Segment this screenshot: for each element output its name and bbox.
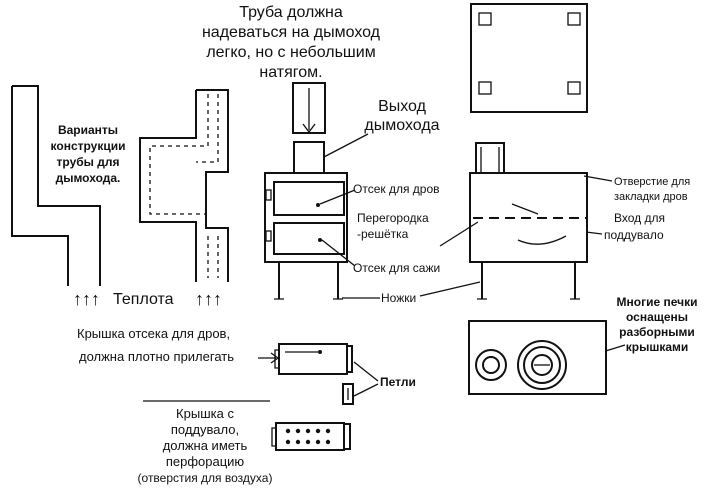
wood-compartment-label: Отсек для дров — [353, 182, 440, 196]
wood-opening-line-1: Отверстие для — [614, 176, 690, 188]
side-air-arrow — [517, 235, 567, 245]
pipe-variant-simple — [11, 85, 101, 286]
many-stoves-line-3: разборными — [619, 325, 695, 339]
wood-lid-drawing — [274, 343, 353, 375]
heat-label: Теплота — [113, 291, 174, 308]
wood-lid-line-2: должна плотно прилегать — [79, 349, 234, 364]
wood-lid-hinge — [347, 345, 353, 373]
blower-lid-hinge — [344, 423, 351, 450]
legs-label: Ножки — [381, 291, 416, 305]
pipe-variants-label: Варианты конструкции трубы для дымохода. — [51, 123, 126, 185]
heat-arrows-left: ↑↑↑ — [73, 289, 100, 309]
wood-compartment-leader — [319, 189, 356, 205]
heat-arrows-right: ↑↑↑ — [195, 289, 222, 309]
many-stoves-line-4: крышками — [626, 340, 689, 354]
cooktop-plate — [468, 320, 607, 395]
variants-line-2: конструкции — [51, 139, 126, 153]
pipe-note-line-4: натягом. — [259, 64, 322, 81]
hinges-leader — [353, 361, 379, 397]
blower-lid-line-4: перфорацию — [166, 454, 245, 469]
hinges-label: Петли — [380, 375, 416, 389]
variants-line-3: трубы для — [57, 155, 120, 169]
large-burner-mid — [523, 346, 561, 384]
blower-inlet-leader — [585, 231, 603, 235]
chimney-exit-leader — [321, 133, 369, 159]
blower-lid-line-3: должна иметь — [163, 438, 248, 453]
wood-lid-plate — [278, 343, 348, 375]
wood-opening-line-2: закладки дров — [614, 191, 688, 203]
pipe-fit-note: Труба должна надеваться на дымоход легко… — [202, 4, 381, 81]
many-stoves-line-1: Многие печки — [617, 295, 698, 309]
blower-lid-line-1: Крышка с — [176, 406, 234, 421]
blower-inlet-line-2: поддувало — [604, 228, 664, 242]
variants-line-4: дымохода. — [56, 171, 121, 185]
stove-front-view — [264, 141, 348, 300]
blower-inlet-line-1: Вход для — [614, 211, 665, 225]
chimney-pipe-top — [292, 82, 326, 134]
front-chimney-collar — [293, 141, 325, 175]
top-plate-plan — [470, 3, 588, 113]
wood-lid-line-1: Крышка отсека для дров, — [77, 326, 230, 341]
partition-line-1: Перегородка — [357, 211, 429, 225]
partition-leader — [439, 221, 479, 247]
wood-opening-leader — [583, 175, 613, 182]
soot-compartment-leader — [321, 239, 356, 267]
large-burner-outer — [517, 340, 567, 390]
many-stoves-line-2: оснащены — [626, 310, 688, 324]
blower-lid-line-5: (отверстия для воздуха) — [138, 471, 273, 485]
partition-line-2: -решётка — [357, 227, 409, 241]
many-stoves-label: Многие печки оснащены разборными крышкам… — [617, 295, 698, 354]
side-wood-arrow — [511, 203, 539, 215]
soot-compartment-label: Отсек для сажи — [353, 261, 440, 275]
small-burner-outer — [475, 349, 507, 381]
blower-lid-line-2: поддувало, — [171, 422, 239, 437]
perforation-holes — [285, 428, 331, 445]
pipe-note-line-1: Труба должна — [239, 4, 343, 21]
variants-line-1: Варианты — [58, 123, 118, 137]
pipe-note-line-3: легко, но с небольшим — [206, 44, 375, 61]
legs-leader-right — [419, 281, 481, 297]
chimney-exit-line-1: Выход — [378, 98, 427, 115]
large-burner-inner — [531, 354, 553, 376]
pipe-variant-double-wall — [139, 89, 229, 282]
top-plate — [470, 3, 588, 113]
blower-lid-plate — [275, 422, 345, 451]
blower-lid-drawing — [271, 422, 351, 451]
pipe-note-line-2: надеваться на дымоход — [202, 24, 381, 41]
side-chimney-collar — [475, 142, 505, 174]
chimney-exit-line-2: дымохода — [364, 117, 439, 134]
side-legs — [481, 262, 576, 299]
blower-lid-label: Крышка с поддувало, должна иметь перфора… — [138, 406, 273, 485]
small-burner-inner — [482, 356, 500, 374]
front-legs — [278, 262, 339, 299]
stove-side-view — [469, 142, 588, 300]
